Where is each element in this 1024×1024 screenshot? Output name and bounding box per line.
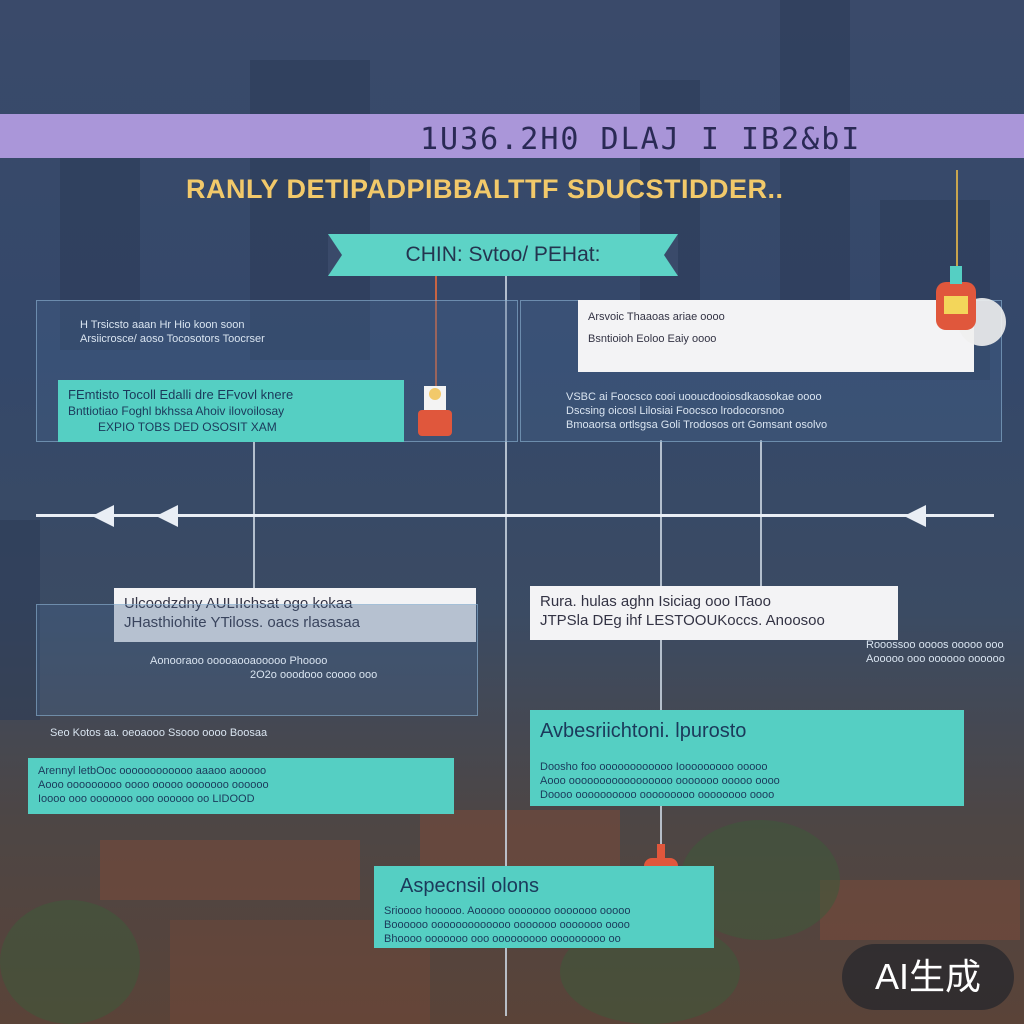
timeline-arrow-left-2 <box>156 505 178 527</box>
box-left-bottom-line3: Ioooo ooo ooooooo ooo oooooo oo LIDOOD <box>38 793 255 805</box>
box-bottom: Aspecnsil olons Srioooo hooooo. Aooooo o… <box>374 866 714 948</box>
box-center-right-line2: JTPSla DEg ihf LESTOOUKoccs. Anoosoo <box>540 612 825 629</box>
box-bottom-line2: Boooooo ooooooooooooo ooooooo ooooooo oo… <box>384 919 630 931</box>
right-side-text-line2: Aooooo ooo oooooo oooooo ooooo <box>866 653 1006 665</box>
right-side-text-line1: Rooossoo oooos ooooo ooo ooooo <box>866 639 1006 651</box>
box-top-right: Arsvoic Thaaoas ariae oooo Bsntioioh Eol… <box>578 300 974 372</box>
connector-main <box>505 276 507 1016</box>
ai-generated-badge: AI生成 <box>842 944 1014 1010</box>
right-side-text: Rooossoo oooos ooooo ooo ooooo Aooooo oo… <box>856 632 1016 672</box>
box-center-left-line1: Ulcoodzdny AULIIchsat ogo kokaa <box>124 595 353 612</box>
box-top-left: H Trsicsto aaan Hr Hio koon soon Arsiicr… <box>70 312 490 372</box>
box-top-left-line1: H Trsicsto aaan Hr Hio koon soon <box>80 319 245 331</box>
left-bottom-text-line: Seo Kotos aa. oeoaooo Ssooo oooo Boosaa <box>50 727 268 739</box>
left-bottom-text: Seo Kotos aa. oeoaooo Ssooo oooo Boosaa <box>40 720 420 746</box>
timeline-axis <box>36 514 994 517</box>
timeline-arrow-right <box>904 505 926 527</box>
box-right-lower: Avbesriichtoni. lpurosto Doosho foo oooo… <box>530 710 964 806</box>
connector-pin <box>435 276 437 386</box>
box-mid-left-line2: Bnttiotiao Foghl bkhssa Ahoiv ilovoilosa… <box>68 404 285 418</box>
box-center-left-line2: JHasthiohite YTiloss. oacs rlasasaa <box>124 614 360 631</box>
box-top-right-line2: Bsntioioh Eoloo Eaiy oooo <box>588 333 717 345</box>
box-center-left: Ulcoodzdny AULIIchsat ogo kokaa JHasthio… <box>114 588 476 642</box>
box-mid-left-line3: EXPIO TOBS DED OSOSIT XAM <box>98 420 277 434</box>
box-left-bottom: Arennyl letbOoc oooooooooooo aaaoo aoooo… <box>28 758 454 814</box>
title-banner <box>0 114 1024 158</box>
box-mid-left-line1: FEmtisto Tocoll Edalli dre EFvovl knere <box>68 387 294 402</box>
box-right-lower-line1: Doosho foo oooooooooooo Iooooooooo ooooo <box>540 761 768 773</box>
box-mid-right-line1: VSBC ai Foocsco cooi uooucdooiosdkaosoka… <box>566 391 822 403</box>
box-mid-left: FEmtisto Tocoll Edalli dre EFvovl knere … <box>58 380 404 442</box>
diagram-subtitle: RANLY DETIPADPIBBALTTF SDUCSTIDDER.. <box>186 174 784 204</box>
box-mid-right: VSBC ai Foocsco cooi uooucdooiosdkaosoka… <box>556 384 996 440</box>
box-mid-right-line3: Bmoaorsa ortlsgsa Goli Trodosos ort Goms… <box>566 419 828 431</box>
box-right-lower-line2: Aooo ooooooooooooooooo ooooooo ooooo ooo… <box>540 775 780 787</box>
box-left-lower-line1: Aonooraoo ooooaooaooooo Phoooo <box>150 655 328 667</box>
box-right-lower-line3: Doooo oooooooooo ooooooooo oooooooo oooo <box>540 789 775 801</box>
box-left-lower-line2: 2O2o ooodooo coooo ooo <box>250 669 378 681</box>
box-left-bottom-line1: Arennyl letbOoc oooooooooooo aaaoo aoooo… <box>38 765 267 777</box>
header-label: CHIN: Svtoo/ PEHat: <box>405 243 601 266</box>
box-bottom-line3: Bhoooo ooooooo ooo ooooooooo ooooooooo o… <box>384 933 621 945</box>
box-left-lower: Aonooraoo ooooaooaooooo Phoooo 2O2o oood… <box>140 648 460 698</box>
header-ribbon: CHIN: Svtoo/ PEHat: <box>328 234 678 276</box>
timeline-arrow-left-1 <box>92 505 114 527</box>
box-left-bottom-line2: Aooo ooooooooo oooo ooooo ooooooo oooooo <box>38 779 269 791</box>
connector-topright <box>956 170 958 270</box>
lantern-icon <box>926 262 1006 352</box>
box-right-lower-title: Avbesriichtoni. lpurosto <box>540 720 747 742</box>
box-bottom-line1: Srioooo hooooo. Aooooo ooooooo ooooooo o… <box>384 905 631 917</box>
box-top-right-line1: Arsvoic Thaaoas ariae oooo <box>588 311 725 323</box>
box-bottom-title: Aspecnsil olons <box>400 875 539 897</box>
person-pin-icon <box>414 380 458 440</box>
banner-title: 1U36.2H0 DLAJ I IB2&bI <box>420 122 862 157</box>
box-center-right-line1: Rura. hulas aghn Isiciag ooo ITaoo <box>540 593 771 610</box>
box-center-right: Rura. hulas aghn Isiciag ooo ITaoo JTPSl… <box>530 586 898 640</box>
box-top-left-line2: Arsiicrosce/ aoso Tocosotors Toocrser <box>80 333 265 345</box>
box-mid-right-line2: Dscsing oicosl Lilosiai Foocsco lrodocor… <box>566 405 785 417</box>
panel-lower-left <box>36 604 478 716</box>
connector-right-a <box>660 440 662 850</box>
